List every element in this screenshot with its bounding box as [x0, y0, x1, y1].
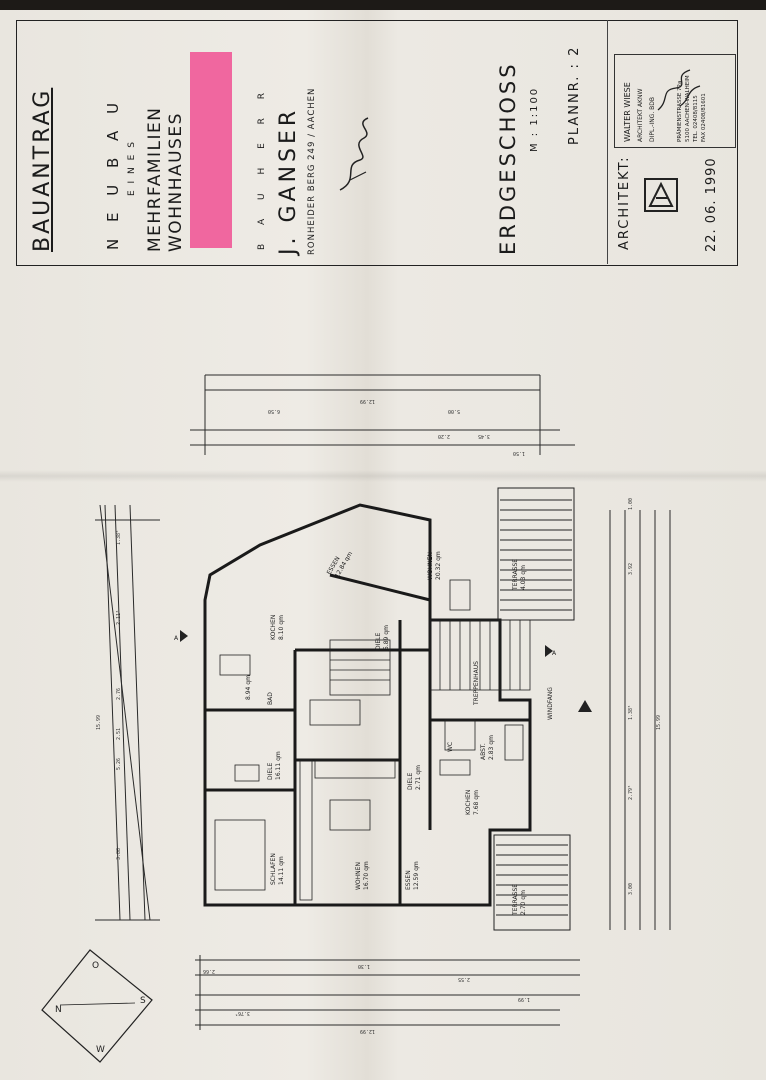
- dimension-chain-top: [190, 374, 575, 455]
- architect-stamp: [614, 54, 736, 148]
- redaction-highlight: [190, 52, 232, 248]
- room-labels: SCHLAFEN 14.11 qm DIELE 16.11 qm BAD 8.9…: [245, 550, 554, 916]
- compass: N O S W: [41, 949, 153, 1063]
- room-label: WINDFANG: [547, 687, 554, 720]
- room-area: 4.03 qm: [520, 565, 527, 590]
- staircase: [329, 619, 531, 696]
- dimension-label: 3.76⁵: [235, 1010, 250, 1016]
- room-area: 8.10 qm: [278, 615, 285, 640]
- dimension-label: 2.51: [116, 728, 122, 740]
- dimension-label: 12.99: [360, 398, 375, 404]
- owner-signature: [339, 117, 369, 191]
- section-marker-a-left: A: [174, 635, 179, 642]
- dimension-label: 1.38⁵: [116, 530, 122, 545]
- dimension-label: 1.50: [513, 450, 525, 456]
- room-label: TREPPENHAUS: [473, 661, 480, 706]
- dimension-label: 15.99: [96, 715, 102, 730]
- title-block: [16, 20, 738, 266]
- room-label: DIELE: [407, 772, 414, 790]
- room-label: SCHLAFEN: [270, 853, 277, 885]
- section-markers: [180, 630, 592, 712]
- room-area: 20.32 qm: [435, 551, 442, 580]
- dimension-label: 12.99: [360, 1028, 375, 1034]
- compass-label-n: N: [55, 1005, 62, 1015]
- room-label: WOHNEN: [355, 862, 362, 890]
- room-label: WOHNEN: [427, 552, 434, 580]
- dimension-label: 3.45: [478, 433, 490, 439]
- compass-label-o: O: [92, 961, 99, 971]
- room-label: KOCHEN: [270, 615, 277, 640]
- dimension-label: 2.66: [203, 968, 215, 974]
- dimension-label: 5.26: [116, 758, 122, 770]
- compass-label-s: S: [140, 996, 146, 1006]
- dimension-label: 5.00: [448, 408, 460, 414]
- dimension-label: 1.30: [358, 963, 370, 969]
- dimension-label: 2.79⁵: [628, 785, 634, 800]
- dimension-labels: 15.99 15.99 12.99 12.99 3.88 5.26 2.51 2…: [96, 398, 662, 1034]
- dimension-label: 3.92: [628, 563, 634, 575]
- room-area: 16.11 qm: [275, 751, 282, 780]
- room-area: 12.59 qm: [413, 861, 420, 890]
- dimension-label: 2.55: [458, 976, 470, 982]
- title-divider: [607, 20, 608, 264]
- dimension-label: 3.00: [628, 883, 634, 895]
- room-label: BAD: [267, 692, 274, 705]
- dimension-label: 2.11⁵: [116, 610, 122, 625]
- dimension-label: 2.76: [116, 688, 122, 700]
- dimension-chain-left: [95, 504, 160, 921]
- room-label: ABST.: [480, 743, 487, 760]
- section-marker-a-right: A: [552, 650, 557, 657]
- room-label: WC: [447, 742, 454, 752]
- room-label: TERRASSE: [512, 559, 519, 591]
- room-label: DIELE: [375, 632, 382, 650]
- room-area: 2.70 qm: [520, 890, 527, 915]
- room-area: 5.89 qm: [383, 625, 390, 650]
- compass-frame: [41, 949, 153, 1063]
- dimension-chain-bottom: [195, 955, 580, 1030]
- scan-edge: [0, 0, 766, 10]
- architect-signature: [657, 69, 701, 111]
- compass-label-w: W: [96, 1045, 105, 1055]
- room-label: KOCHEN: [465, 790, 472, 815]
- dimension-label: 15.99: [656, 715, 662, 730]
- dimension-label: 6.50: [268, 408, 280, 414]
- dimension-chain-right: [609, 510, 671, 930]
- dimension-label: 2.20: [438, 433, 450, 439]
- dimension-label: 3.88: [116, 848, 122, 860]
- paper-fold: [0, 470, 766, 482]
- room-area: 8.94 qm: [245, 675, 252, 700]
- room-area: 2.71 qm: [415, 765, 422, 790]
- building-walls: [203, 503, 532, 907]
- dimension-label: 1.99: [518, 996, 530, 1002]
- dimension-label: 1.38⁵: [628, 705, 634, 720]
- room-area: 2.83 qm: [488, 735, 495, 760]
- room-label: ESSEN: [405, 870, 412, 890]
- dimension-label: 1.00: [628, 498, 634, 510]
- terrace-hatching: [493, 487, 575, 931]
- room-area: 14.11 qm: [278, 856, 285, 885]
- furniture: [214, 579, 524, 901]
- room-label: TERRASSE: [512, 884, 519, 916]
- room-area: 7.68 qm: [473, 790, 480, 815]
- room-area: 16.70 qm: [363, 861, 370, 890]
- room-label: DIELE: [267, 762, 274, 780]
- architect-stamp-logo: [644, 178, 678, 212]
